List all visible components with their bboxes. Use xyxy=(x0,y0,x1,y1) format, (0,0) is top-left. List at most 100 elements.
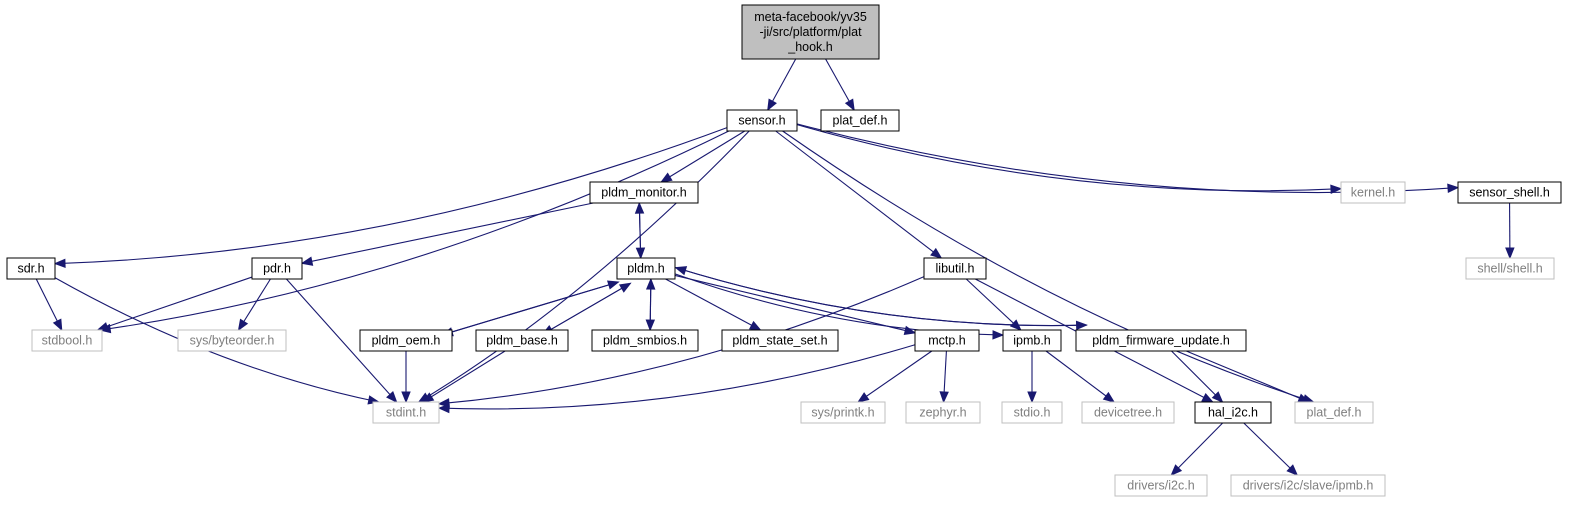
node-box-devicetree xyxy=(1081,401,1175,424)
node-byteorder: sys/byteorder.h xyxy=(177,329,287,352)
node-box-root xyxy=(741,4,880,60)
node-box-pldm_fw xyxy=(1075,329,1247,352)
arrowhead-root-to-platdef1 xyxy=(844,98,855,112)
node-pldm_monitor[interactable]: pldm_monitor.h xyxy=(589,181,699,204)
edge-sdr-to-stdint xyxy=(54,277,379,403)
node-box-shell xyxy=(1465,257,1555,280)
node-pdr[interactable]: pdr.h xyxy=(251,257,303,280)
arrowhead-root-to-sensor xyxy=(767,98,777,112)
node-label-pldm_monitor: pldm_monitor.h xyxy=(601,186,687,200)
node-box-drv_ipmb xyxy=(1230,474,1386,497)
node-sdr[interactable]: sdr.h xyxy=(6,257,56,280)
edge-pldm-to-mctp xyxy=(674,274,916,334)
node-box-sensor_shell xyxy=(1457,181,1562,204)
node-ipmb[interactable]: ipmb.h xyxy=(1002,329,1062,352)
arrowhead-mctp-to-stdint xyxy=(437,403,450,414)
node-libutil[interactable]: libutil.h xyxy=(923,257,987,280)
node-box-byteorder xyxy=(177,329,287,352)
node-box-pldm_state_set xyxy=(721,329,839,352)
node-label-zephyr: zephyr.h xyxy=(919,406,966,420)
edge-sensor-to-platdef2 xyxy=(782,130,1314,403)
node-pldm[interactable]: pldm.h xyxy=(616,257,676,280)
node-pldm_fw[interactable]: pldm_firmware_update.h xyxy=(1075,329,1247,352)
arrowhead-ipmb-to-stdio xyxy=(1027,391,1037,404)
arrowhead-libutil-to-hal_i2c xyxy=(1201,392,1214,403)
node-box-sdr xyxy=(6,257,56,280)
node-label-drv_i2c: drivers/i2c.h xyxy=(1127,479,1194,493)
edge-ipmb-to-devicetree xyxy=(1045,350,1115,403)
arrowhead-pldm_base-to-pldm xyxy=(618,282,632,293)
edge-hal_i2c-to-drv_i2c xyxy=(1170,422,1224,476)
node-label-sensor_shell: sensor_shell.h xyxy=(1469,186,1550,200)
arrowhead-hal_i2c-to-drv_i2c xyxy=(1170,464,1183,476)
arrowhead-sensor-to-libutil xyxy=(930,247,943,259)
edge-pldm-to-pldm_state_set xyxy=(665,278,761,331)
arrowhead-sensor-to-kernel xyxy=(1330,184,1343,194)
node-box-stdbool xyxy=(31,329,103,352)
arrowhead-sensor-to-sensor_shell xyxy=(1447,183,1460,194)
node-box-mctp xyxy=(914,329,980,352)
arrowhead-pdr-to-stdbool xyxy=(96,322,110,332)
node-devicetree: devicetree.h xyxy=(1081,401,1175,424)
edge-libutil-to-stdint xyxy=(438,276,925,405)
node-box-stdint xyxy=(372,401,440,424)
node-label-pldm_smbios: pldm_smbios.h xyxy=(603,334,687,348)
edge-mctp-to-printk xyxy=(857,350,933,403)
node-kernel: kernel.h xyxy=(1340,181,1406,204)
node-platdef2: plat_def.h xyxy=(1294,401,1374,424)
node-label-ipmb: ipmb.h xyxy=(1013,334,1051,348)
node-label-shell: shell/shell.h xyxy=(1477,262,1542,276)
node-drv_ipmb: drivers/i2c/slave/ipmb.h xyxy=(1230,474,1386,497)
node-label-hal_i2c: hal_i2c.h xyxy=(1208,406,1258,420)
arrowhead-sdr-to-stdbool xyxy=(52,318,63,332)
arrowhead-pldm-to-pldm_monitor xyxy=(634,201,645,214)
node-label-pldm_oem: pldm_oem.h xyxy=(372,334,441,348)
node-root[interactable]: meta-facebook/yv35-ji/src/platform/plat_… xyxy=(741,4,880,60)
arrowhead-pdr-to-byteorder xyxy=(237,318,249,332)
arrowhead-mctp-to-zephyr xyxy=(939,391,949,404)
node-sensor_shell[interactable]: sensor_shell.h xyxy=(1457,181,1562,204)
node-pldm_smbios[interactable]: pldm_smbios.h xyxy=(591,329,699,352)
node-label-root: -ji/src/platform/plat xyxy=(759,25,862,39)
arrowhead-pldm_smbios-to-pldm xyxy=(645,277,656,290)
arrowhead-pldm-to-mctp xyxy=(903,325,917,336)
edge-mctp-to-stdint xyxy=(438,344,916,410)
arrowhead-pldm_monitor-to-pdr xyxy=(300,256,314,266)
node-platdef1[interactable]: plat_def.h xyxy=(820,109,900,132)
node-box-platdef1 xyxy=(820,109,900,132)
node-label-sdr: sdr.h xyxy=(17,262,44,276)
edge-pldm_base-to-stdint xyxy=(422,350,506,403)
node-box-pdr xyxy=(251,257,303,280)
node-box-hal_i2c xyxy=(1194,401,1272,424)
node-hal_i2c[interactable]: hal_i2c.h xyxy=(1194,401,1272,424)
node-label-stdio: stdio.h xyxy=(1014,406,1051,420)
node-zephyr: zephyr.h xyxy=(905,401,981,424)
node-box-sensor xyxy=(726,109,798,132)
node-box-pldm_monitor xyxy=(589,181,699,204)
node-shell: shell/shell.h xyxy=(1465,257,1555,280)
node-label-stdint: stdint.h xyxy=(386,406,426,420)
node-label-sensor: sensor.h xyxy=(738,114,785,128)
node-printk: sys/printk.h xyxy=(800,401,886,424)
node-label-root: _hook.h xyxy=(787,40,833,54)
node-pldm_oem[interactable]: pldm_oem.h xyxy=(359,329,453,352)
arrowhead-hal_i2c-to-drv_ipmb xyxy=(1286,464,1299,476)
edge-pldm_fw-to-platdef2 xyxy=(1186,350,1309,403)
arrowhead-ipmb-to-devicetree xyxy=(1102,391,1116,403)
node-label-root: meta-facebook/yv35 xyxy=(754,10,867,24)
node-label-pldm_base: pldm_base.h xyxy=(486,334,558,348)
node-mctp[interactable]: mctp.h xyxy=(914,329,980,352)
edge-sensor-to-pldm_monitor xyxy=(660,130,746,183)
node-pldm_state_set[interactable]: pldm_state_set.h xyxy=(721,329,839,352)
node-pldm_base[interactable]: pldm_base.h xyxy=(475,329,569,352)
edge-pldm_fw-to-pldm xyxy=(675,267,1087,327)
edge-pldm-to-pldm_fw xyxy=(675,267,1087,327)
node-box-pldm_smbios xyxy=(591,329,699,352)
node-label-platdef1: plat_def.h xyxy=(833,114,888,128)
arrowhead-pldm_oem-to-pldm xyxy=(607,280,620,290)
arrowhead-sensor-to-sdr xyxy=(53,258,66,269)
node-sensor[interactable]: sensor.h xyxy=(726,109,798,132)
node-box-printk xyxy=(800,401,886,424)
arrowhead-pldm_fw-to-hal_i2c xyxy=(1211,391,1224,403)
